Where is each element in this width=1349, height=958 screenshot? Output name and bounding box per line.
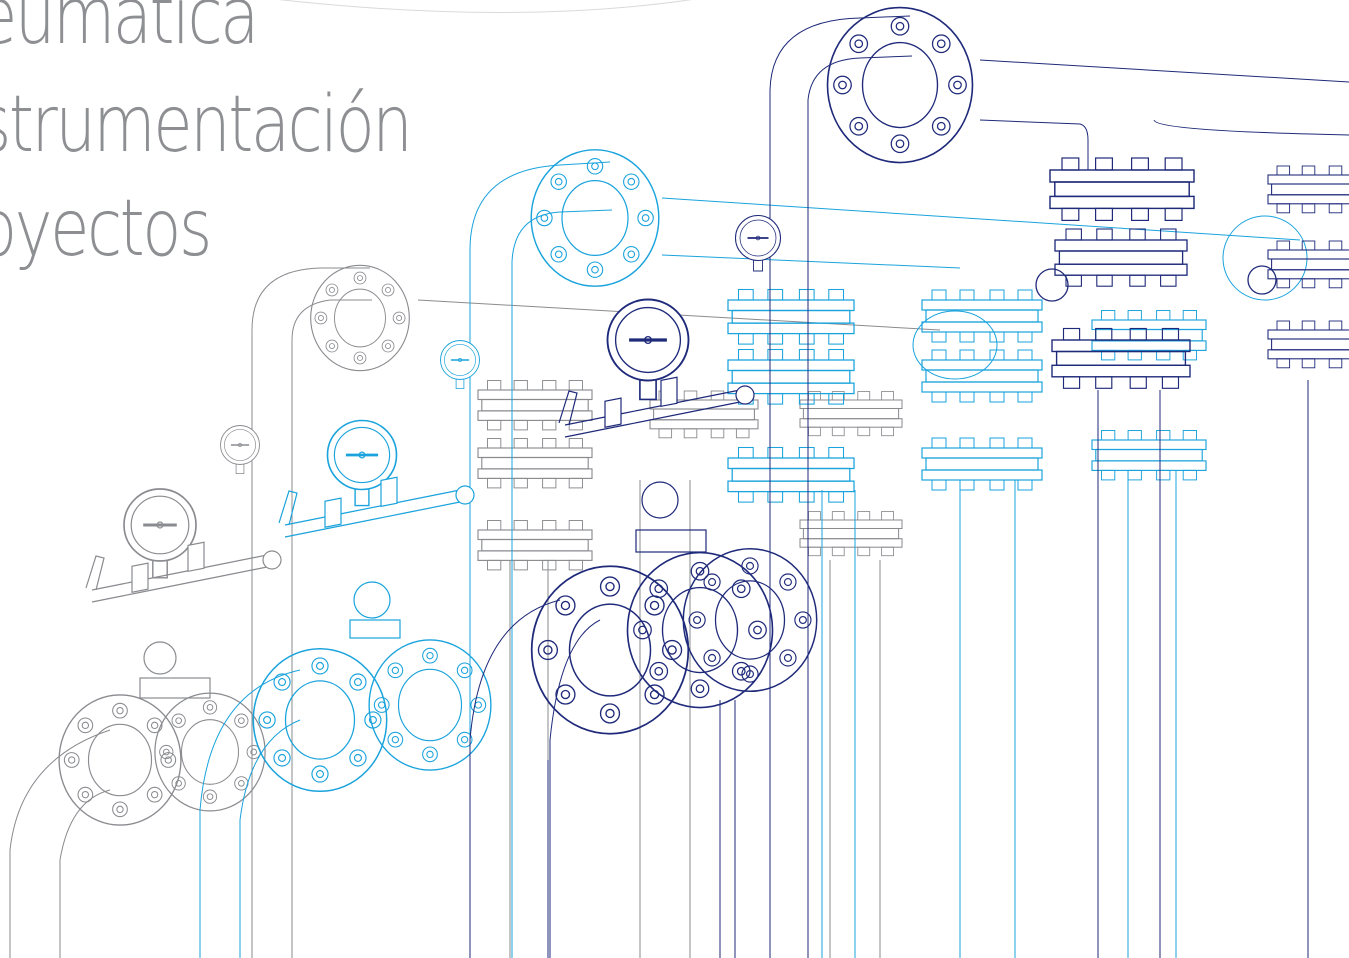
headline-line-2: strumentación bbox=[0, 80, 413, 170]
headline: eumática strumentación oyectos bbox=[0, 0, 460, 300]
navy-piping bbox=[469, 6, 1349, 958]
cyan-piping bbox=[199, 149, 1308, 958]
headline-line-1: eumática bbox=[0, 0, 259, 62]
headline-line-3: oyectos bbox=[0, 184, 212, 274]
gray-piping bbox=[9, 264, 941, 958]
